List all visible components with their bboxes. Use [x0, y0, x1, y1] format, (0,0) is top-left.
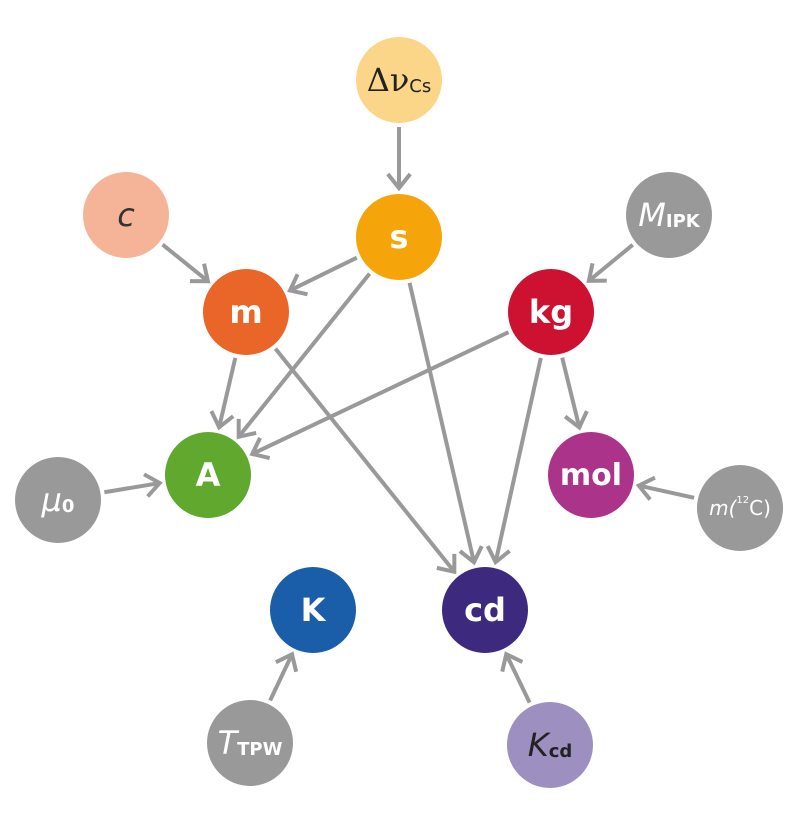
node-label: mol	[560, 458, 622, 493]
arrowhead-icon	[485, 545, 511, 566]
edge-c-to-m	[161, 242, 211, 284]
edge-line	[493, 357, 543, 563]
node-label: m	[229, 293, 262, 331]
node-label: c	[117, 196, 135, 234]
node-circle	[442, 567, 528, 653]
arrowhead-icon	[458, 545, 484, 566]
node-circle	[508, 269, 594, 355]
node-label: TTPW	[218, 724, 283, 762]
arrowhead-icon	[586, 262, 607, 283]
edge-m12C-to-mol	[635, 475, 695, 501]
node-m12C: m(12C)	[697, 465, 783, 551]
edge-line	[237, 272, 372, 439]
arrowhead-icon	[275, 651, 299, 673]
node-circle	[626, 172, 712, 258]
edge-dnu-to-s	[386, 127, 412, 192]
node-Kcd: Kcd	[507, 702, 593, 788]
edge-line	[638, 483, 695, 500]
node-circle	[356, 37, 442, 123]
edge-mu0-to-A	[104, 472, 163, 498]
edge-s-to-cd	[407, 282, 484, 566]
node-circle	[548, 432, 634, 518]
node-circle	[697, 465, 783, 551]
edge-line	[504, 653, 532, 704]
node-mol: mol	[548, 432, 634, 518]
arrowhead-icon	[386, 172, 412, 192]
edge-line	[289, 255, 358, 293]
arrowhead-icon	[500, 651, 524, 673]
node-c: c	[83, 172, 169, 258]
edges	[104, 127, 695, 704]
node-circle	[356, 194, 442, 280]
node-label: K	[301, 591, 327, 629]
node-circle	[507, 702, 593, 788]
node-label: Kcd	[528, 726, 573, 764]
node-circle	[203, 269, 289, 355]
node-label: s	[389, 218, 408, 256]
node-MIPK: MIPK	[626, 172, 712, 258]
node-label: cd	[464, 591, 506, 629]
node-mu0: μ0	[15, 457, 101, 543]
node-A: A	[165, 432, 251, 518]
node-kg: kg	[508, 269, 594, 355]
edge-kg-to-A	[249, 330, 510, 461]
edge-line	[587, 243, 634, 283]
edge-line	[273, 347, 456, 574]
edge-kg-to-mol	[560, 357, 589, 431]
edge-line	[560, 357, 582, 428]
node-dnu: ΔνCs	[356, 37, 442, 123]
edge-line	[268, 653, 294, 702]
edge-s-to-A	[236, 272, 372, 440]
arrowhead-icon	[236, 418, 257, 440]
edge-line	[251, 330, 510, 456]
edge-s-to-m	[287, 255, 358, 297]
edge-Kcd-to-cd	[500, 651, 532, 704]
arrowhead-icon	[287, 273, 308, 297]
node-label: μ0	[41, 481, 75, 519]
edge-line	[161, 242, 210, 283]
arrowhead-icon	[436, 553, 457, 575]
node-circle	[15, 457, 101, 543]
arrowhead-icon	[189, 263, 211, 284]
node-K: K	[270, 567, 356, 653]
edge-line	[217, 357, 238, 428]
node-circle	[83, 172, 169, 258]
edge-TTPW-to-K	[268, 651, 299, 702]
edge-line	[407, 282, 476, 563]
node-m: m	[203, 269, 289, 355]
node-circle	[270, 567, 356, 653]
arrowhead-icon	[563, 410, 589, 431]
edge-kg-to-cd	[485, 357, 543, 566]
node-label: MIPK	[638, 196, 700, 234]
arrowhead-icon	[143, 472, 163, 498]
arrowhead-icon	[249, 436, 271, 461]
edge-m-to-A	[209, 357, 238, 431]
edge-MIPK-to-kg	[586, 243, 634, 283]
node-label: A	[196, 456, 221, 494]
node-TTPW: TTPW	[207, 700, 293, 786]
node-s: s	[356, 194, 442, 280]
arrowhead-icon	[209, 410, 235, 431]
node-circle	[207, 700, 293, 786]
node-label: m(12C)	[709, 495, 771, 521]
edge-m-to-cd	[273, 347, 457, 575]
node-label: kg	[529, 293, 573, 331]
arrowhead-icon	[635, 475, 656, 501]
node-label: ΔνCs	[367, 61, 432, 99]
node-circle	[165, 432, 251, 518]
edge-line	[104, 481, 160, 495]
node-cd: cd	[442, 567, 528, 653]
